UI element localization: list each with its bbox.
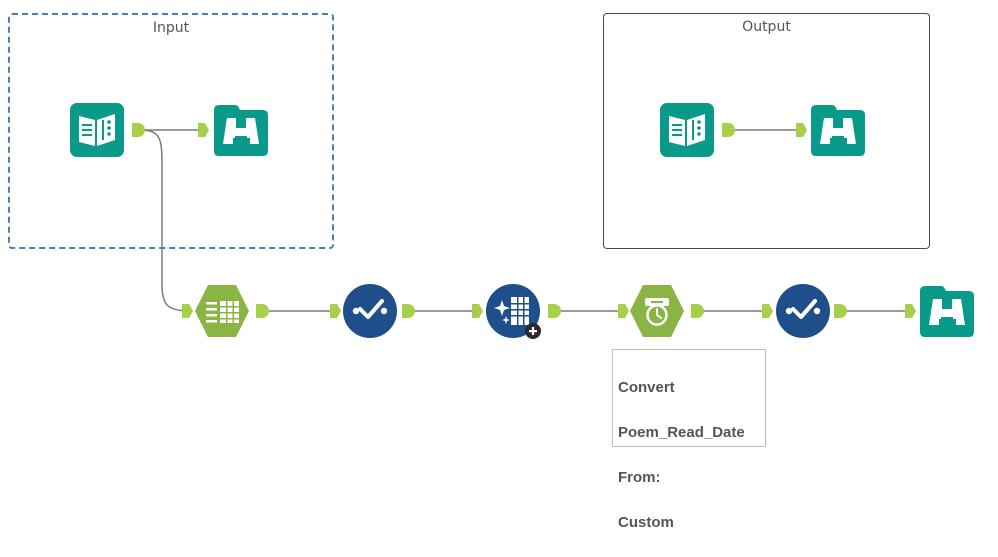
output-anchor[interactable] (691, 304, 704, 318)
browse-tool-3[interactable] (919, 283, 975, 339)
clock-icon (630, 285, 684, 337)
binoculars-icon (214, 105, 268, 156)
connection-wire[interactable] (139, 129, 191, 312)
binoculars-icon (920, 286, 974, 337)
output-anchor[interactable] (132, 123, 145, 137)
input-anchor[interactable] (472, 304, 483, 318)
sparkle-table-icon (486, 284, 541, 339)
output-anchor[interactable] (402, 304, 415, 318)
container-title: Output (742, 19, 791, 35)
input-anchor[interactable] (182, 304, 193, 318)
output-anchor[interactable] (548, 304, 561, 318)
workflow-canvas (132, 123, 916, 318)
input-anchor[interactable] (796, 123, 807, 137)
select-tool-1[interactable] (342, 283, 398, 339)
input-anchor[interactable] (198, 123, 209, 137)
input-data-tool-1[interactable] (69, 102, 125, 158)
input-anchor[interactable] (330, 304, 341, 318)
output-anchor[interactable] (834, 304, 847, 318)
annotation-line: Convert (618, 378, 675, 396)
container-title: Input (152, 20, 190, 36)
input-anchor[interactable] (618, 304, 629, 318)
checkmark-icon (776, 284, 830, 338)
input-anchor[interactable] (762, 304, 773, 318)
book-icon (70, 103, 124, 157)
tool-annotation: Convert Poem_Read_Date From: Custom (612, 349, 766, 531)
container-output[interactable]: Output (603, 13, 930, 249)
annotation-line: Custom (618, 513, 674, 531)
input-anchor[interactable] (905, 304, 916, 318)
checkmark-icon (343, 284, 397, 338)
annotation-line: Poem_Read_Date (618, 423, 745, 441)
table-split-icon (195, 285, 249, 337)
output-anchor[interactable] (256, 304, 269, 318)
container-input[interactable]: Input (8, 13, 334, 249)
text-to-columns-tool[interactable] (194, 283, 250, 339)
book-icon (660, 103, 714, 157)
output-anchor[interactable] (722, 123, 735, 137)
data-cleansing-tool[interactable] (485, 283, 541, 339)
input-data-tool-2[interactable] (659, 102, 715, 158)
browse-tool-1[interactable] (213, 102, 269, 158)
datetime-tool[interactable] (629, 283, 685, 339)
binoculars-icon (811, 105, 865, 156)
browse-tool-2[interactable] (810, 102, 866, 158)
annotation-line: From: (618, 468, 661, 486)
select-tool-2[interactable] (775, 283, 831, 339)
